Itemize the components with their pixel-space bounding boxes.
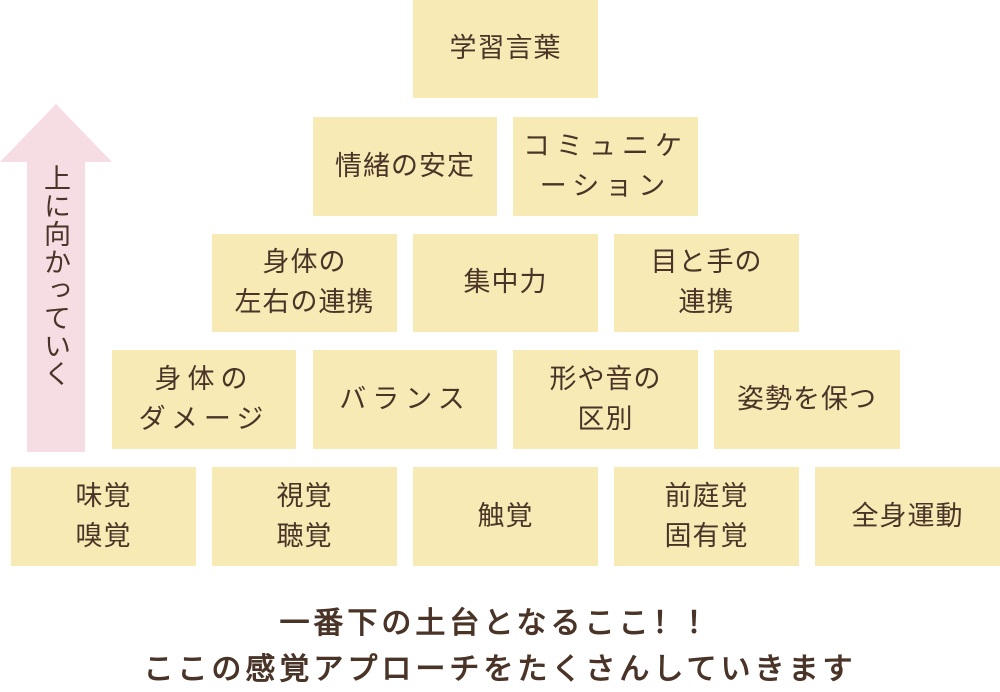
pyramid-box-taste-smell: 味覚 嗅覚: [11, 467, 196, 566]
pyramid-box-touch: 触覚: [413, 467, 598, 566]
pyramid-box-shape-sound: 形や音の 区別: [513, 350, 698, 449]
caption-line-1: 一番下の土台となるここ！！: [279, 606, 721, 641]
pyramid-box-balance: バランス: [313, 350, 497, 449]
pyramid-box-whole-body: 全身運動: [815, 467, 1000, 566]
caption-line-2: ここの感覚アプローチをたくさんしていきます: [143, 652, 857, 687]
pyramid-box-learning-language: 学習言葉: [413, 0, 598, 98]
pyramid-box-concentration: 集中力: [413, 234, 598, 332]
pyramid-box-sight-hearing: 視覚 聴覚: [212, 467, 397, 566]
pyramid-box-communication: コミュニケ ーション: [513, 117, 698, 216]
pyramid-box-body-left-right: 身体の 左右の連携: [212, 234, 397, 332]
pyramid-box-posture: 姿勢を保つ: [714, 350, 900, 449]
arrow-label: 上に向かっていく: [39, 164, 70, 388]
pyramid-box-body-damage: 身体の ダメージ: [112, 350, 296, 449]
pyramid-box-emotional-stability: 情緒の安定: [313, 117, 497, 216]
pyramid-box-vestibular: 前庭覚 固有覚: [614, 467, 799, 566]
pyramid-box-eye-hand: 目と手の 連携: [614, 234, 799, 332]
up-arrow-icon: [0, 104, 112, 452]
